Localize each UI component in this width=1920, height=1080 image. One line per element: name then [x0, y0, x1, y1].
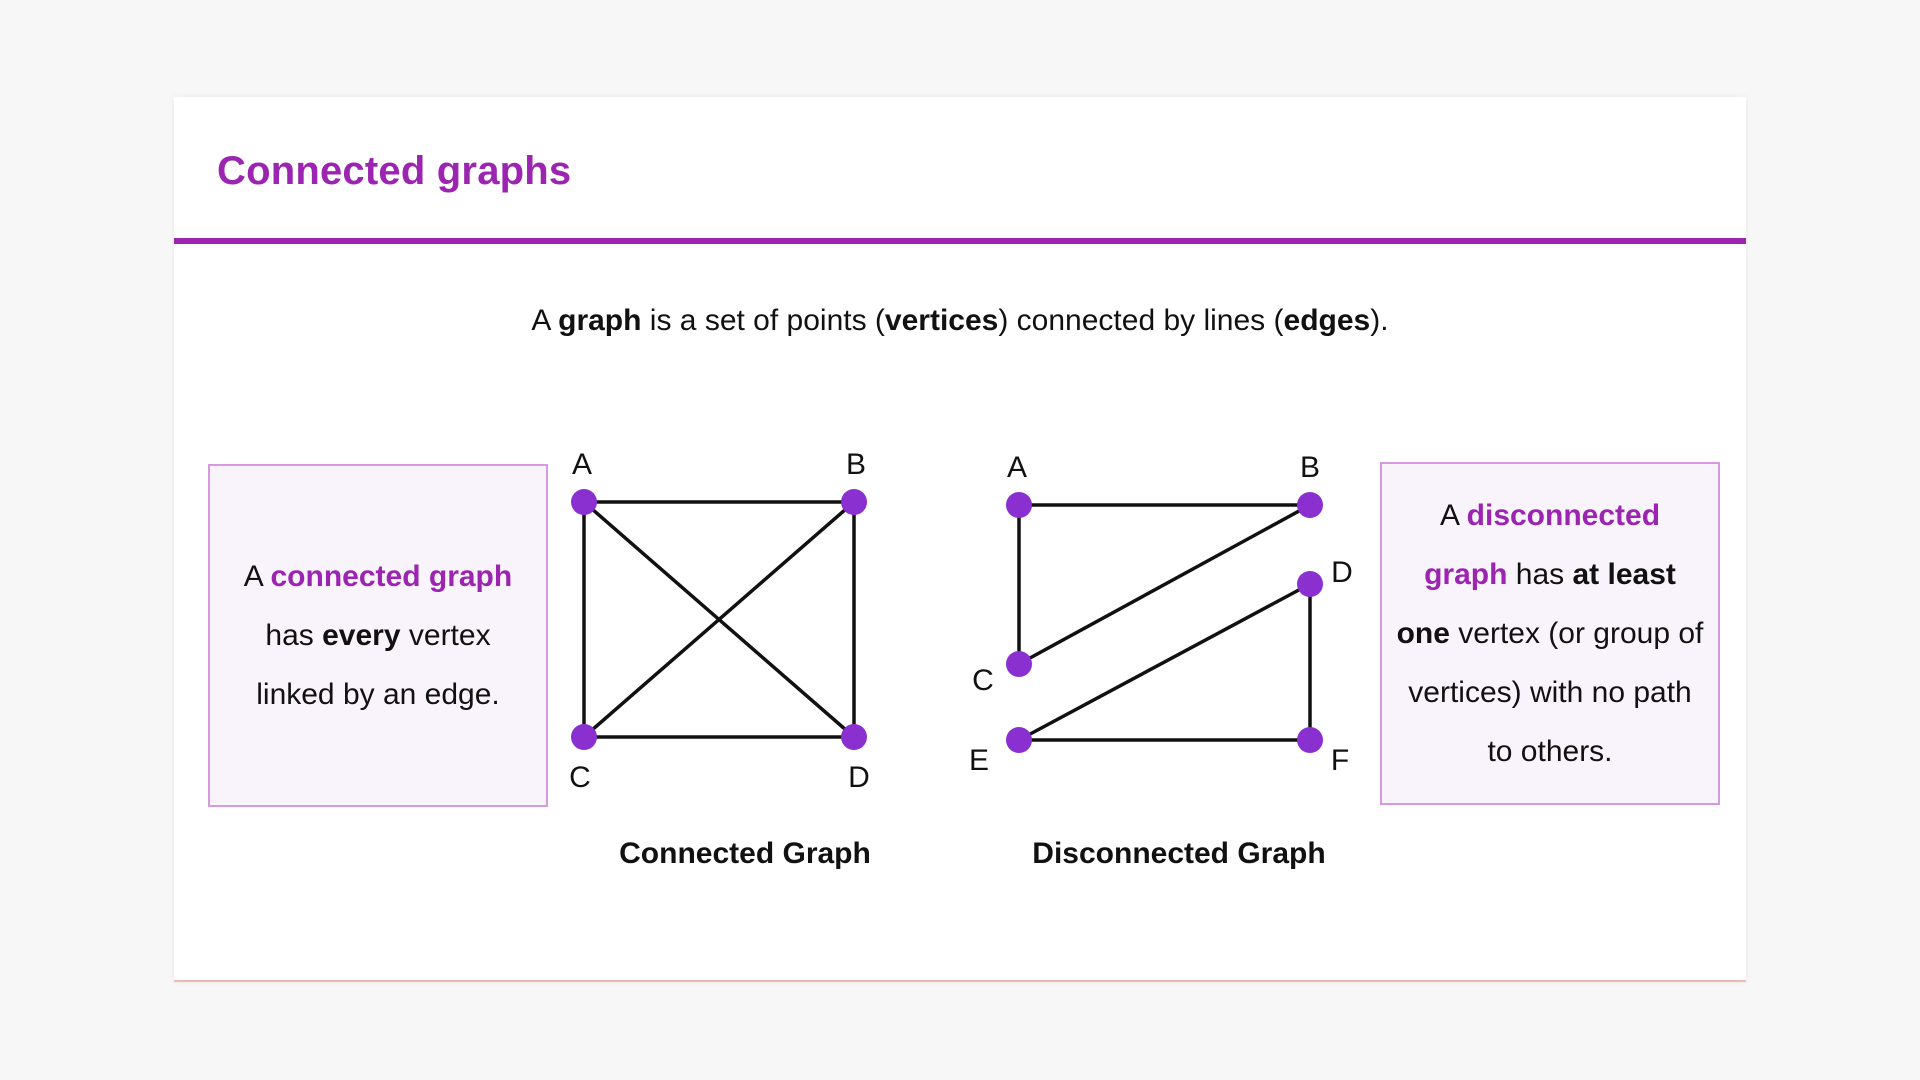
intro-text-2: is a set of points (: [641, 304, 885, 337]
connected-graph: A B C D: [569, 448, 870, 794]
disconnected-graph-caption: Disconnected Graph: [1032, 837, 1326, 870]
disconnected-def-text-1: A: [1439, 499, 1467, 532]
disconnected-vertex-label-c: C: [972, 664, 994, 697]
intro-text-1: A: [531, 304, 559, 337]
slide: Connected graphs A graph is a set of poi…: [174, 97, 1746, 982]
connected-def-text-2: has: [265, 619, 323, 652]
disconnected-vertex-f: [1297, 727, 1323, 753]
connected-vertex-c: [571, 724, 597, 750]
disconnected-def-term: disconnected graph: [1424, 499, 1661, 591]
intro-term-graph: graph: [558, 304, 642, 337]
connected-vertex-label-c: C: [569, 761, 591, 794]
connected-definition-box: A connected graph has every vertex linke…: [208, 464, 548, 807]
disconnected-vertex-d: [1297, 571, 1323, 597]
connected-def-term: connected graph: [270, 560, 513, 593]
connected-vertex-label-a: A: [572, 448, 592, 481]
intro-sentence: A graph is a set of points (vertices) co…: [174, 304, 1746, 338]
disconnected-vertex-label-a: A: [1007, 451, 1027, 484]
slide-title: Connected graphs: [217, 149, 572, 193]
disconnected-vertex-label-b: B: [1300, 451, 1320, 484]
disconnected-def-text-3: vertex (or group of vertices) with no pa…: [1408, 617, 1704, 768]
disconnected-vertex-e: [1006, 727, 1032, 753]
title-rule: [174, 238, 1746, 244]
disconnected-vertex-label-e: E: [969, 744, 989, 777]
connected-vertex-label-b: B: [846, 448, 866, 481]
disconnected-def-emphasis: at least one: [1396, 558, 1676, 650]
connected-vertex-label-d: D: [848, 761, 870, 794]
disconnected-edge-e-d: [1017, 582, 1312, 742]
intro-term-edges: edges: [1283, 304, 1371, 337]
disconnected-vertex-c: [1006, 651, 1032, 677]
intro-text-4: ).: [1370, 304, 1389, 337]
disconnected-vertex-b: [1297, 492, 1323, 518]
connected-vertex-b: [841, 489, 867, 515]
connected-def-text-1: A: [243, 560, 271, 593]
disconnected-definition-box: A disconnected graph has at least one ve…: [1380, 462, 1720, 805]
connected-def-text-3: vertex linked by an edge.: [256, 619, 500, 711]
connected-definition-text: A connected graph has every vertex linke…: [224, 547, 532, 724]
graph-diagrams: A B C D A B C D E F: [569, 448, 1353, 794]
disconnected-graph: A B C D E F: [969, 451, 1353, 777]
disconnected-edge-c-b: [1017, 503, 1312, 666]
connected-edge-b-c: [582, 500, 856, 739]
connected-vertex-a: [571, 489, 597, 515]
disconnected-vertex-label-f: F: [1331, 744, 1349, 777]
connected-vertex-d: [841, 724, 867, 750]
connected-def-emphasis: every: [322, 619, 401, 652]
intro-text-3: ) connected by lines (: [998, 304, 1284, 337]
disconnected-vertex-a: [1006, 492, 1032, 518]
disconnected-definition-text: A disconnected graph has at least one ve…: [1396, 486, 1704, 781]
disconnected-def-text-2: has: [1507, 558, 1573, 591]
disconnected-vertex-label-d: D: [1331, 556, 1353, 589]
connected-graph-caption: Connected Graph: [619, 837, 871, 870]
intro-term-vertices: vertices: [884, 304, 999, 337]
